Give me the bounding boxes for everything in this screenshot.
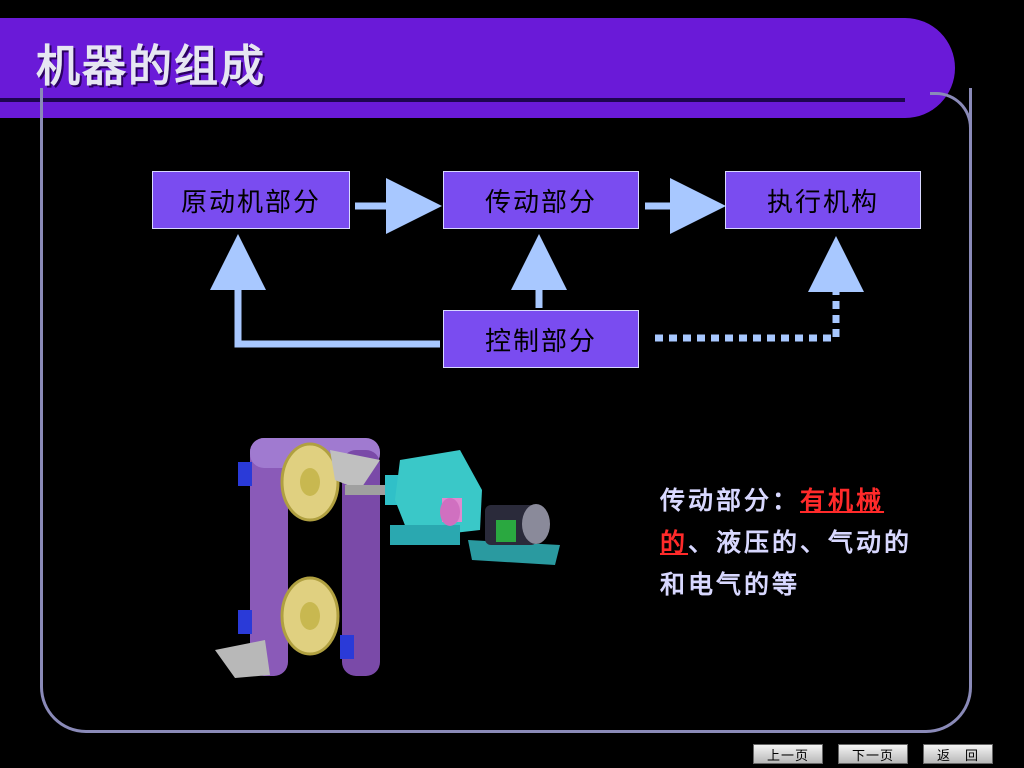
- description-prefix: 传动部分：: [660, 486, 801, 515]
- box-control: 控制部分: [443, 310, 639, 368]
- next-page-button[interactable]: 下一页: [838, 744, 908, 764]
- description-highlight-de: 的: [660, 528, 689, 557]
- arrow-control-to-prime: [210, 234, 440, 348]
- prev-page-button[interactable]: 上一页: [753, 744, 823, 764]
- box-actuator: 执行机构: [725, 171, 921, 229]
- description-rest: 、液压的、气动的和电气的等: [660, 528, 913, 599]
- description-highlight-mechanical: 有机械: [800, 486, 885, 515]
- box-transmission: 传动部分: [443, 171, 639, 229]
- title-divider: [0, 98, 905, 102]
- transmission-description: 传动部分：有机械的、液压的、气动的和电气的等: [660, 480, 940, 606]
- arrow-control-to-actuator-dotted: [655, 236, 864, 342]
- content-frame: [40, 88, 972, 733]
- machine-illustration: [215, 438, 560, 678]
- back-button[interactable]: 返 回: [923, 744, 993, 764]
- box-prime-mover: 原动机部分: [152, 171, 350, 229]
- page-title: 机器的组成: [36, 41, 266, 92]
